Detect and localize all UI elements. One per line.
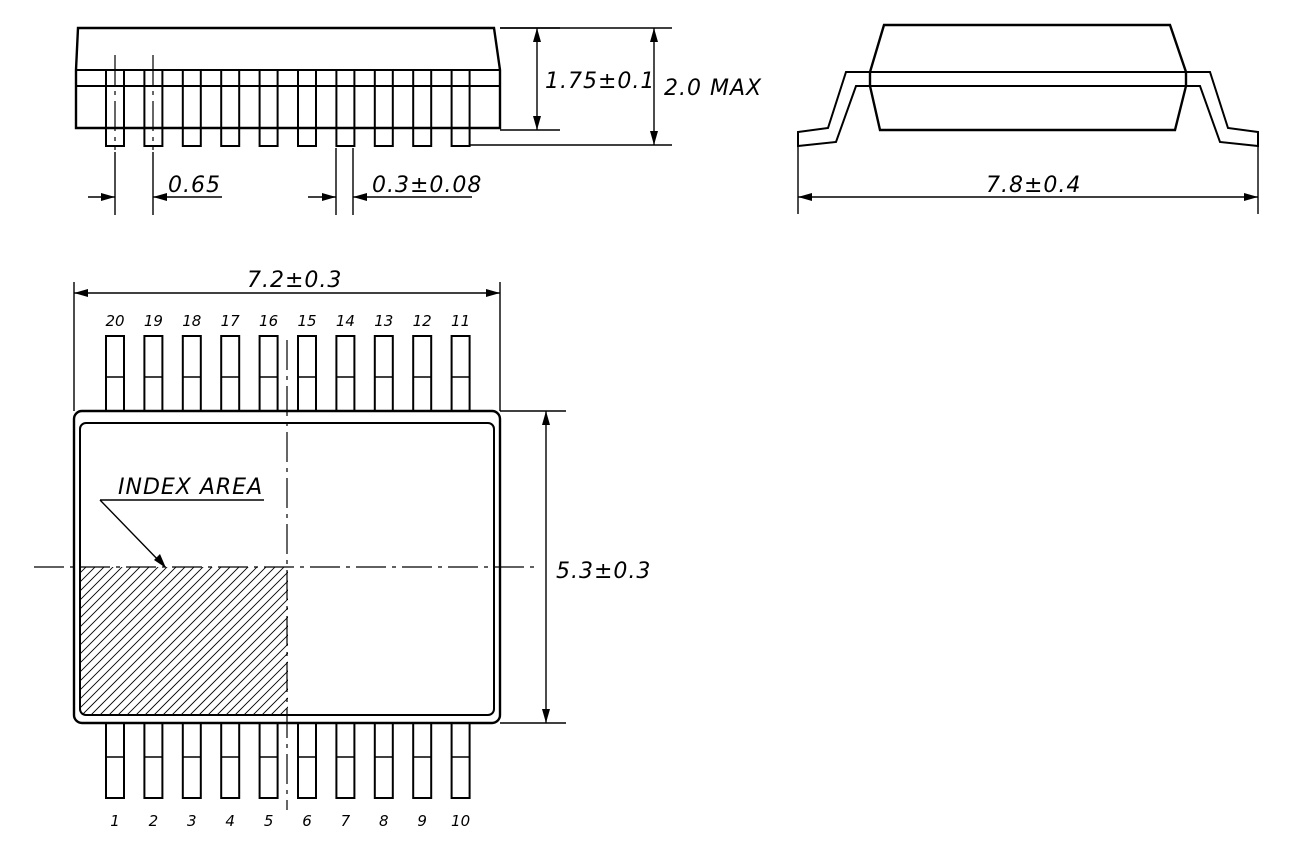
front-view-body: [74, 26, 502, 130]
pin-number: 10: [451, 812, 470, 830]
body-length-dimension: 7.2±0.3: [73, 268, 501, 411]
front-lead: [335, 69, 356, 147]
lead-width-label: 0.3±0.08: [372, 173, 482, 198]
side-view: 7.8±0.4: [797, 23, 1259, 214]
front-lead: [297, 69, 317, 147]
body-height-label: 1.75±0.1: [545, 69, 655, 94]
pin-number: 19: [144, 312, 163, 330]
lead-top: [181, 335, 202, 412]
lead-top: [335, 335, 356, 412]
pin-number: 1: [110, 812, 120, 830]
body-width-label: 5.3±0.3: [556, 559, 651, 584]
pin-number: 4: [225, 812, 235, 830]
pin-number: 5: [264, 812, 274, 830]
overall-width-label: 7.8±0.4: [986, 173, 1081, 198]
side-view-lead-left: [797, 71, 870, 148]
top-view-leads-top-row: [105, 335, 471, 412]
pin-number: 17: [221, 312, 241, 330]
index-area-callout: INDEX AREA: [99, 475, 264, 568]
pin-number: 16: [259, 312, 278, 330]
front-lead: [181, 69, 202, 147]
lead-bottom: [450, 722, 471, 799]
pin-number: 2: [149, 812, 159, 830]
pin-number: 3: [187, 812, 197, 830]
body-width-dimension: 5.3±0.3: [500, 410, 651, 724]
top-view-leads-bottom-row: [105, 722, 471, 799]
lead-top: [143, 335, 164, 412]
lead-bottom: [258, 722, 279, 799]
lead-bottom: [220, 722, 241, 799]
front-lead: [258, 69, 279, 147]
pin-number: 18: [182, 312, 201, 330]
pin-number: 6: [302, 812, 312, 830]
lead-top: [105, 335, 125, 412]
front-view: 0.65 0.3±0.08 1.75±0.1: [74, 26, 762, 215]
front-lead: [412, 69, 433, 147]
lead-width-dimension: 0.3±0.08: [308, 148, 482, 215]
lead-bottom: [335, 722, 356, 799]
pin-number: 13: [374, 312, 393, 330]
max-height-label: 2.0 MAX: [664, 76, 762, 101]
lead-top: [412, 335, 433, 412]
body-length-label: 7.2±0.3: [247, 268, 342, 293]
lead-bottom: [373, 722, 394, 799]
lead-top: [297, 335, 317, 412]
pin-number: 20: [105, 312, 124, 330]
lead-bottom: [105, 722, 125, 799]
lead-bottom: [297, 722, 317, 799]
front-view-leads: [105, 69, 471, 147]
lead-top: [373, 335, 394, 412]
pin-labels-bottom: 1 2 3 4 5 6 7 8 9 10: [110, 812, 470, 830]
overall-width-dimension: 7.8±0.4: [797, 146, 1259, 214]
pitch-label: 0.65: [168, 173, 221, 198]
lead-top: [220, 335, 241, 412]
pin-number: 11: [451, 312, 470, 330]
front-lead: [450, 69, 471, 147]
body-height-dimension: 1.75±0.1: [500, 27, 655, 131]
max-height-dimension: 2.0 MAX: [470, 27, 762, 146]
lead-bottom: [412, 722, 433, 799]
lead-top: [450, 335, 471, 412]
pin-number: 8: [379, 812, 389, 830]
pitch-dimension: 0.65: [88, 152, 222, 215]
side-view-body: [868, 23, 1188, 132]
pin-number: 9: [417, 812, 427, 830]
lead-bottom: [181, 722, 202, 799]
lead-bottom: [143, 722, 164, 799]
index-area-label: INDEX AREA: [118, 475, 263, 500]
side-view-lead-right: [1186, 71, 1259, 148]
lead-top: [258, 335, 279, 412]
pin-number: 7: [341, 812, 351, 830]
front-lead: [220, 69, 241, 147]
pin-number: 14: [336, 312, 355, 330]
pin-number: 12: [413, 312, 432, 330]
pin-labels-top: 20 19 18 17 16 15 14 13 12 11: [105, 312, 470, 330]
front-lead: [373, 69, 394, 147]
pin-number: 15: [297, 312, 316, 330]
